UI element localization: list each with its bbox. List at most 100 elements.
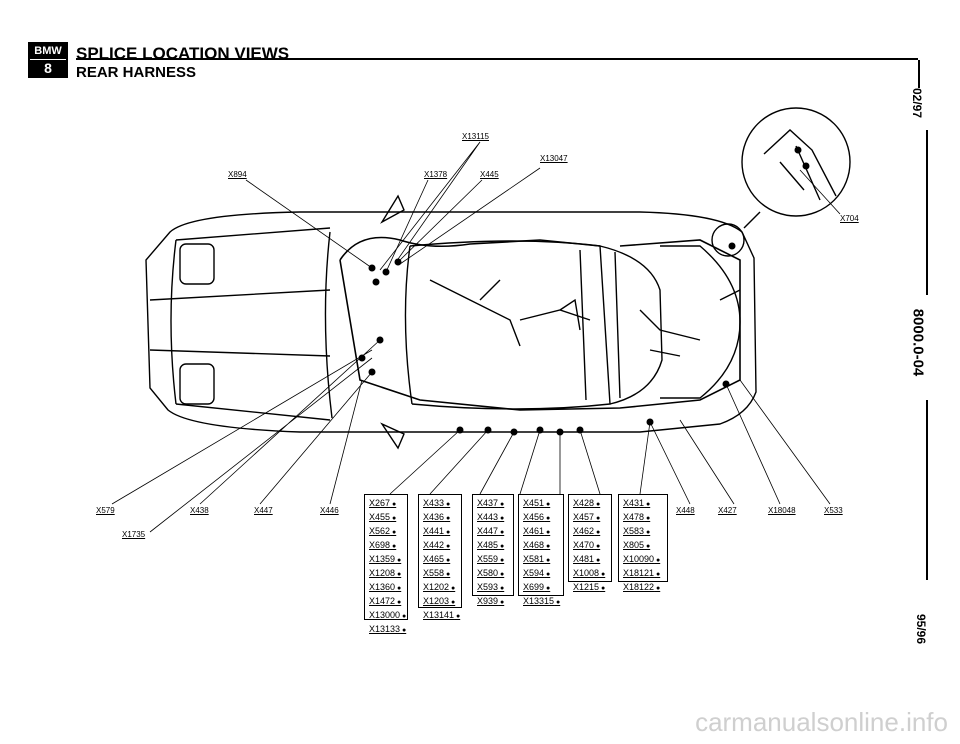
harness-main: [339, 236, 741, 411]
splice-code: X583: [623, 525, 663, 539]
watermark: carmanualsonline.info: [695, 707, 948, 737]
splice-box-4: X451 X456 X461 X468 X581 X594 X699 X1331…: [518, 494, 564, 606]
splice-box-3: X437 X443 X447 X485 X559 X580 X593 X939: [472, 494, 514, 606]
splice-code: X456: [523, 511, 559, 525]
page-subtitle: REAR HARNESS: [76, 64, 197, 81]
mirror-right: [380, 422, 405, 450]
label-x448: X448: [676, 506, 695, 515]
splice-code: X1472: [369, 595, 403, 609]
logo-text: BMW: [30, 44, 66, 59]
splice-code: X939: [477, 595, 509, 609]
splice-code: X1202: [423, 581, 457, 595]
splice-code: X267: [369, 497, 403, 511]
label-x447: X447: [254, 506, 273, 515]
splice-code: X581: [523, 553, 559, 567]
side-line-1: [926, 130, 928, 295]
splice-box-6: X431 X478 X583 X805 X10090 X18121 X18122: [618, 494, 668, 592]
splice-code: X451: [523, 497, 559, 511]
splice-code: X457: [573, 511, 607, 525]
logo-model: 8: [30, 60, 66, 76]
label-x445: X445: [480, 170, 499, 179]
splice-code: X699: [523, 581, 559, 595]
label-x533: X533: [824, 506, 843, 515]
splice-code: X436: [423, 511, 457, 525]
splice-code: X441: [423, 525, 457, 539]
splice-code: X455: [369, 511, 403, 525]
splice-dots: [358, 146, 810, 436]
label-x1378: X1378: [424, 170, 448, 179]
splice-code: X1208: [369, 567, 403, 581]
splice-code: X805: [623, 539, 663, 553]
splice-code: X13315: [523, 595, 559, 609]
windshield-base: [324, 231, 333, 419]
hood-crease: [149, 289, 331, 357]
splice-code: X442: [423, 539, 457, 553]
splice-code: X485: [477, 539, 509, 553]
bmw-logo: BMW 8: [28, 42, 68, 78]
splice-code: X594: [523, 567, 559, 581]
headlight-left: [179, 243, 215, 285]
splice-code: X1359: [369, 553, 403, 567]
splice-code: X470: [573, 539, 607, 553]
splice-code: X562: [369, 525, 403, 539]
harness-roof: [429, 279, 591, 347]
car-body: [145, 211, 757, 433]
side-line-top: [918, 60, 920, 88]
b-pillars: [579, 249, 621, 401]
splice-code: X478: [623, 511, 663, 525]
splice-code: X428: [573, 497, 607, 511]
splice-code: X468: [523, 539, 559, 553]
leader-lines: [111, 141, 841, 533]
windshield-top: [404, 245, 413, 405]
splice-code: X593: [477, 581, 509, 595]
splice-code: X18122: [623, 581, 663, 595]
splice-code: X580: [477, 567, 509, 581]
label-x18048: X18048: [768, 506, 796, 515]
splice-code: X437: [477, 497, 509, 511]
splice-code: X1203: [423, 595, 457, 609]
hood-lines: [175, 227, 331, 421]
hood-edge: [170, 239, 177, 405]
rear-window: [599, 245, 663, 405]
detail-arrow: [743, 211, 761, 229]
splice-box-5: X428 X457 X462 X470 X481 X1008 X1215: [568, 494, 612, 592]
splice-code: X1215: [573, 581, 607, 595]
splice-code: X558: [423, 567, 457, 581]
splice-code: X1360: [369, 581, 403, 595]
splice-code: X462: [573, 525, 607, 539]
label-x579: X579: [96, 506, 115, 515]
splice-code: X461: [523, 525, 559, 539]
splice-box-1: X267 X455 X562 X698 X1359 X1208 X1360 X1…: [364, 494, 408, 634]
splice-code: X13000: [369, 609, 403, 623]
label-x427: X427: [718, 506, 737, 515]
detail-target: [711, 223, 745, 257]
splice-code: X447: [477, 525, 509, 539]
label-x894: X894: [228, 170, 247, 179]
harness-rear: [639, 289, 741, 357]
splice-code: X465: [423, 553, 457, 567]
detail-wires: [763, 129, 837, 201]
splice-code: X431: [623, 497, 663, 511]
side-line-2: [926, 400, 928, 580]
mirror-left: [380, 194, 405, 224]
splice-code: X13141: [423, 609, 457, 623]
header-rule: [76, 58, 918, 60]
splice-code: X559: [477, 553, 509, 567]
label-x446: X446: [320, 506, 339, 515]
splice-code: X433: [423, 497, 457, 511]
detail-circle: [741, 107, 851, 217]
splice-code: X443: [477, 511, 509, 525]
label-x704: X704: [840, 214, 859, 223]
label-x1735: X1735: [122, 530, 146, 539]
splice-code: X10090: [623, 553, 663, 567]
splice-code: X13133: [369, 623, 403, 637]
splice-code: X18121: [623, 567, 663, 581]
trunk: [660, 245, 741, 399]
splice-code: X1008: [573, 567, 607, 581]
headlight-right: [179, 363, 215, 405]
label-x438: X438: [190, 506, 209, 515]
splice-code: X698: [369, 539, 403, 553]
splice-box-2: X433 X436 X441 X442 X465 X558 X1202 X120…: [418, 494, 462, 620]
label-x13115: X13115: [462, 132, 489, 141]
